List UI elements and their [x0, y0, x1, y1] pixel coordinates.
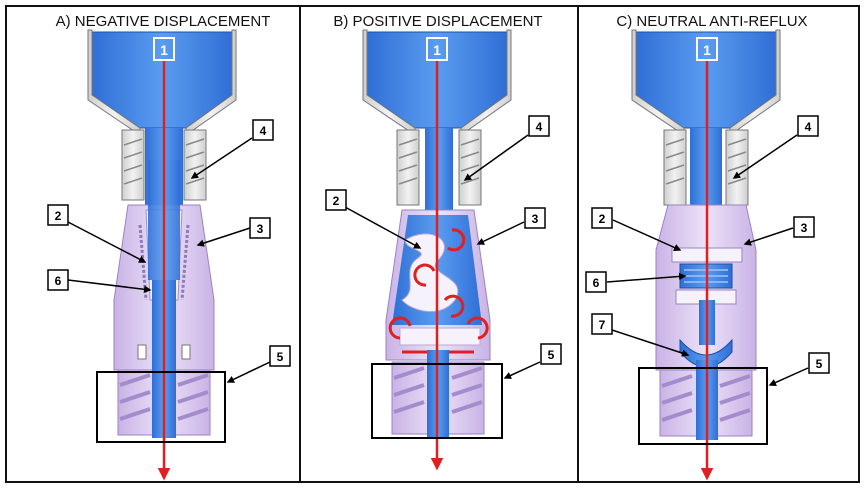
male-thread-lines: [393, 366, 483, 414]
callout-line-4: [463, 134, 529, 181]
callout-line-3: [743, 227, 794, 246]
thread-lines: [398, 138, 480, 185]
callout-5: 5: [277, 350, 284, 364]
callout-4: 4: [536, 120, 543, 134]
callout-box-2: [591, 207, 613, 229]
callout-6: 6: [55, 274, 62, 288]
callout-7: 7: [599, 318, 606, 332]
callout-3: 3: [532, 212, 539, 226]
male-thread-lines: [661, 374, 751, 422]
callout-line-6: [67, 279, 152, 293]
syringe-collar-left: [631, 29, 685, 136]
swirl-arrow: [443, 294, 465, 318]
window-right: [181, 344, 191, 360]
callout-box-3: [524, 207, 546, 229]
callout-box-6: [47, 269, 69, 291]
syringe-collar-left: [87, 29, 141, 136]
callout-line-7: [611, 329, 690, 357]
flow-label: 1: [433, 42, 441, 58]
callout-line-3: [476, 221, 525, 245]
syringe-collar-left: [362, 29, 416, 136]
callout-box-7: [591, 313, 613, 335]
callout-line-5: [503, 361, 541, 379]
swirl-arrow: [413, 263, 436, 287]
callout-5: 5: [816, 357, 823, 371]
panel-positive-displacement: B) POSITIVE DISPLACEMENT 1 4 2 3: [325, 13, 562, 471]
syringe-collar-right: [185, 29, 237, 136]
callout-4: 4: [260, 124, 267, 138]
flow-label: 1: [160, 42, 168, 58]
callout-line-4: [190, 137, 253, 179]
callout-line-3: [196, 227, 251, 247]
male-thread-lines: [119, 373, 209, 421]
callout-line-2: [344, 206, 422, 249]
flow-label-box: [696, 37, 718, 61]
panel-title: C) NEUTRAL ANTI-REFLUX: [616, 13, 807, 30]
flow-label-box: [426, 37, 448, 61]
thread-lines: [665, 138, 747, 185]
luer-region-box: [96, 371, 226, 443]
swirl-arrow: [447, 228, 466, 252]
panel-negative-displacement: A) NEGATIVE DISPLACEMENT 1 4 2: [47, 13, 291, 481]
callout-box-3: [793, 216, 815, 238]
callout-6: 6: [593, 276, 600, 290]
callout-line-5: [768, 367, 809, 386]
callout-2: 2: [333, 194, 340, 208]
syringe-collar-right: [729, 29, 781, 136]
callout-box-2: [325, 189, 347, 211]
swirl-arrow: [466, 316, 489, 340]
callout-box-5: [808, 352, 830, 374]
callout-box-4: [252, 119, 274, 141]
callout-line-4: [732, 134, 798, 179]
callout-3: 3: [801, 221, 808, 235]
callout-line-6: [606, 272, 687, 283]
callout-box-4: [528, 115, 550, 137]
anti-reflux-diaphragm: [679, 338, 733, 368]
callout-4: 4: [805, 120, 812, 134]
panel-neutral-anti-reflux: C) NEUTRAL ANTI-REFLUX 1 4 2 3 6: [585, 13, 830, 481]
luer-region-box: [371, 363, 503, 439]
callout-box-6: [585, 271, 607, 293]
callout-3: 3: [257, 222, 264, 236]
syringe-tip: [425, 128, 453, 218]
callout-line-5: [226, 361, 271, 383]
luer-region-box: [638, 367, 768, 445]
panel-title: B) POSITIVE DISPLACEMENT: [333, 13, 542, 30]
syringe-collar-right: [460, 29, 512, 136]
callout-line-2: [612, 219, 682, 251]
flow-label: 1: [703, 42, 711, 58]
septum-base: [399, 327, 481, 346]
callout-2: 2: [55, 209, 62, 223]
callout-2: 2: [599, 212, 606, 226]
callout-5: 5: [548, 348, 555, 362]
callout-box-5: [540, 343, 562, 365]
collapsible-septum: [401, 233, 459, 313]
swirl-arrow: [388, 316, 412, 340]
flow-label-box: [153, 37, 175, 61]
callout-box-4: [797, 115, 819, 137]
callout-box-5: [269, 345, 291, 367]
panel-title: A) NEGATIVE DISPLACEMENT: [56, 13, 271, 30]
callout-line-2: [67, 221, 147, 263]
thread-lines: [123, 138, 205, 185]
callout-box-3: [249, 217, 271, 239]
outer-frame: [5, 5, 860, 483]
callout-box-2: [47, 204, 69, 226]
window-left: [137, 344, 147, 360]
